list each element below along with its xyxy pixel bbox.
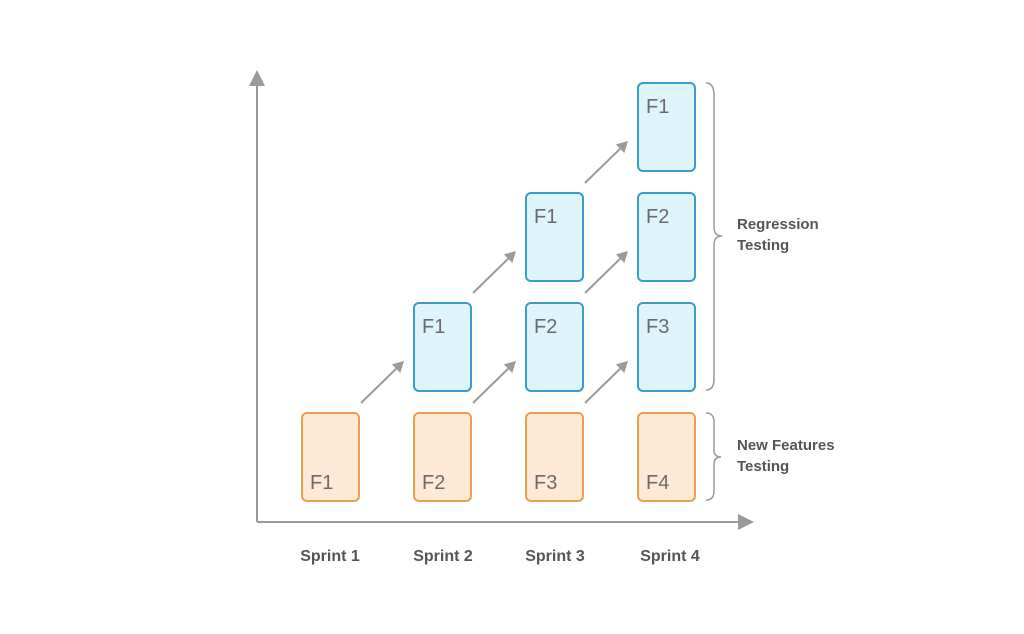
regression-box: F2 [637, 192, 696, 282]
new-feature-rect [637, 412, 696, 502]
progression-arrow [472, 251, 516, 294]
regression-box: F2 [525, 302, 584, 392]
new-feature-rect [301, 412, 360, 502]
arrow-head [391, 361, 404, 373]
regression-label: F3 [646, 316, 669, 338]
sprint-label-3: Sprint 3 [525, 548, 585, 565]
progression-arrow [360, 361, 404, 404]
arrow-head [615, 141, 628, 153]
regression-label: F2 [534, 316, 557, 338]
new-feature-rect [413, 412, 472, 502]
sprint-label-4: Sprint 4 [640, 548, 700, 565]
regression-box: F1 [413, 302, 472, 392]
arrow-shaft [472, 367, 509, 404]
arrow-head [503, 251, 516, 263]
arrow-shaft [584, 147, 621, 184]
arrow-head [615, 361, 628, 373]
regression-label: F1 [646, 96, 669, 118]
progression-arrow [584, 361, 628, 404]
regression-box: F1 [637, 82, 696, 172]
progression-arrow [472, 361, 516, 404]
new-feature-box: F2 [413, 412, 472, 502]
regression-box: F1 [525, 192, 584, 282]
regression-rect [637, 82, 696, 172]
arrow-shaft [472, 257, 509, 294]
x-axis-arrowhead [738, 514, 754, 530]
new-features-label-line2: Testing [737, 458, 789, 475]
progression-arrow [584, 251, 628, 294]
new-feature-box: F3 [525, 412, 584, 502]
y-axis-arrowhead [249, 70, 265, 86]
sprint-label-2: Sprint 2 [413, 548, 473, 565]
regression-box: F3 [637, 302, 696, 392]
progression-arrow [584, 141, 628, 184]
new-feature-box: F4 [637, 412, 696, 502]
new-features-brace [705, 412, 722, 501]
regression-label: F2 [646, 206, 669, 228]
arrow-head [503, 361, 516, 373]
progression-arrows-layer [360, 141, 628, 404]
regression-rect [637, 192, 696, 282]
regression-brace [705, 82, 723, 391]
regression-label-line1: Regression [737, 216, 819, 233]
arrow-shaft [360, 367, 397, 404]
regression-rect [525, 302, 584, 392]
new-feature-label: F2 [422, 472, 445, 494]
arrow-head [615, 251, 628, 263]
new-feature-label: F1 [310, 472, 333, 494]
regression-rect [637, 302, 696, 392]
new-features-label-line1: New Features [737, 437, 835, 454]
regression-rect [525, 192, 584, 282]
arrow-shaft [584, 257, 621, 294]
regression-label: F1 [422, 316, 445, 338]
regression-label-line2: Testing [737, 237, 789, 254]
new-feature-label: F4 [646, 472, 669, 494]
regression-label: F1 [534, 206, 557, 228]
new-feature-label: F3 [534, 472, 557, 494]
sprint-label-1: Sprint 1 [300, 548, 360, 565]
new-feature-box: F1 [301, 412, 360, 502]
arrow-shaft [584, 367, 621, 404]
new-feature-rect [525, 412, 584, 502]
regression-rect [413, 302, 472, 392]
